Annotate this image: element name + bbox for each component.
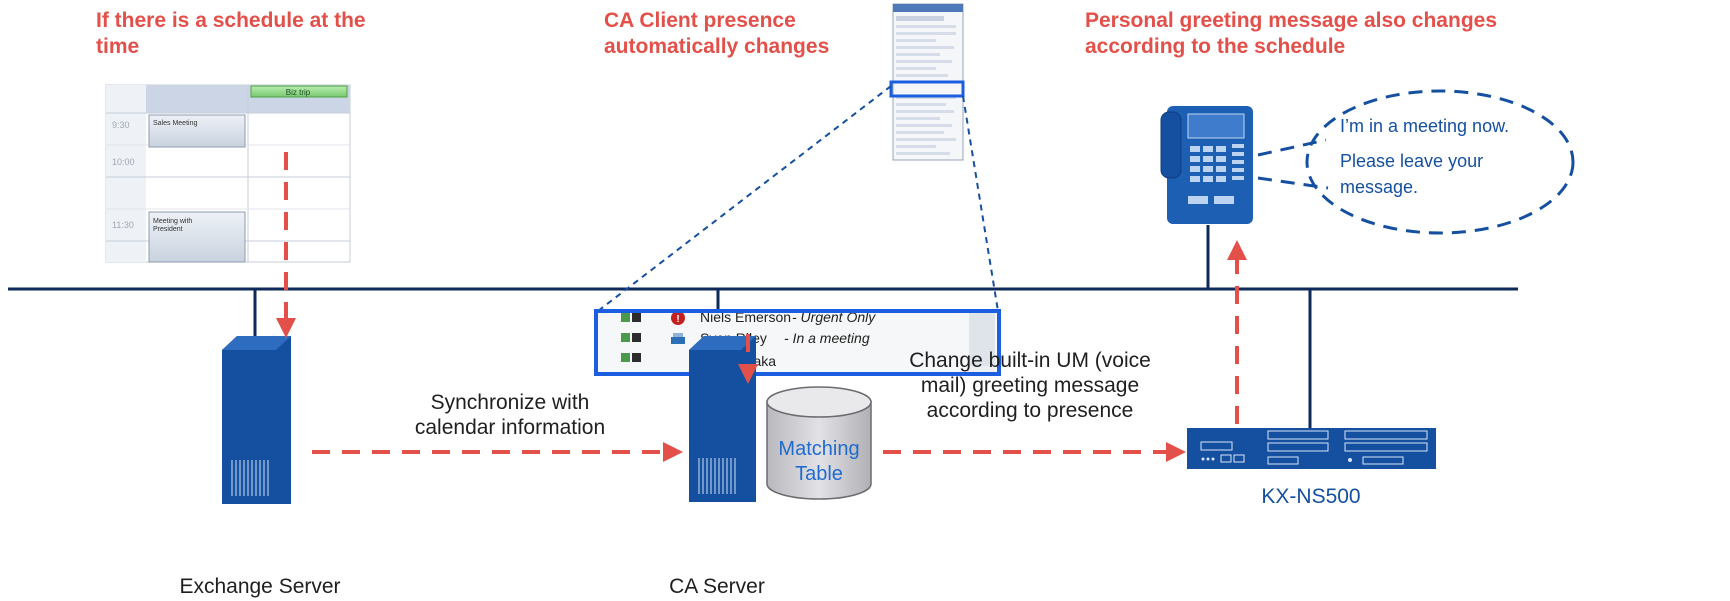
matching-table-cylinder <box>766 386 872 500</box>
exchange-server-icon <box>222 336 291 504</box>
ca-server-icon <box>689 336 756 502</box>
um-label-line1: Change built-in UM (voice <box>909 349 1151 372</box>
ca-server-label: CA Server <box>642 574 792 599</box>
calendar-time-930: 9:30 <box>112 120 130 130</box>
speech-bubble-tail-1 <box>1257 138 1327 157</box>
svg-text:!: ! <box>676 314 679 325</box>
calendar-event-sales <box>148 114 246 148</box>
zoom-line-left <box>597 85 892 312</box>
calendar-bar-label: Biz trip <box>286 88 311 97</box>
exchange-server-label-text: Exchange Server <box>179 575 341 598</box>
calendar-event-president <box>148 211 246 263</box>
speech-bubble-tail-2 <box>1257 176 1329 190</box>
calendar-event-sales-label: Sales Meeting <box>153 120 197 127</box>
ca-client-highlight-box <box>889 80 965 98</box>
um-label-line2: mail) greeting message <box>920 374 1140 397</box>
matching-table-label-2: Table <box>795 463 843 485</box>
sync-label: Synchronize with calendar information <box>380 390 640 440</box>
sync-label-line2: calendar information <box>414 416 606 439</box>
ca-client-window-image <box>889 3 965 161</box>
kx-ns500-label-text: KX-NS500 <box>1261 485 1361 508</box>
greeting-title-text: Personal greeting message also changes a… <box>1085 9 1498 58</box>
presence-title-text: CA Client presence automatically changes <box>604 9 830 58</box>
schedule-title: If there is a schedule at the time <box>96 8 386 60</box>
presence-row2-status: - In a meeting <box>784 330 870 346</box>
bubble-line-2: Please leave your <box>1340 151 1483 171</box>
kx-ns500-icon <box>1187 428 1436 469</box>
exchange-server-label: Exchange Server <box>150 574 370 599</box>
ca-server-label-text: CA Server <box>669 575 765 598</box>
um-label: Change built-in UM (voice mail) greeting… <box>880 348 1180 423</box>
greeting-title: Personal greeting message also changes a… <box>1085 8 1555 60</box>
calendar-event-president-line1: Meeting with <box>153 218 192 225</box>
ip-phone-icon <box>1160 106 1253 224</box>
calendar-time-1130: 11:30 <box>112 220 134 230</box>
bubble-line-1: I’m in a meeting now. <box>1340 116 1509 136</box>
meeting-status-icon <box>671 337 685 344</box>
calendar-time-1000: 10:00 <box>112 157 135 167</box>
urgent-status-icon <box>671 311 685 325</box>
bubble-line-3: message. <box>1340 177 1418 197</box>
schedule-title-text: If there is a schedule at the time <box>96 9 366 58</box>
kx-ns500-label: KX-NS500 <box>1231 484 1391 509</box>
matching-table-label-1: Matching <box>778 438 859 460</box>
calendar-event-president-line2: President <box>153 226 183 233</box>
speech-bubble <box>1305 89 1575 235</box>
um-label-line3: according to presence <box>926 399 1134 422</box>
presence-title: CA Client presence automatically changes <box>604 8 874 60</box>
zoom-line-right <box>962 95 999 312</box>
calendar-image: Biz trip 9:30 10:00 11:30 Sales Meeting … <box>105 84 351 263</box>
sync-label-line1: Synchronize with <box>430 391 590 414</box>
